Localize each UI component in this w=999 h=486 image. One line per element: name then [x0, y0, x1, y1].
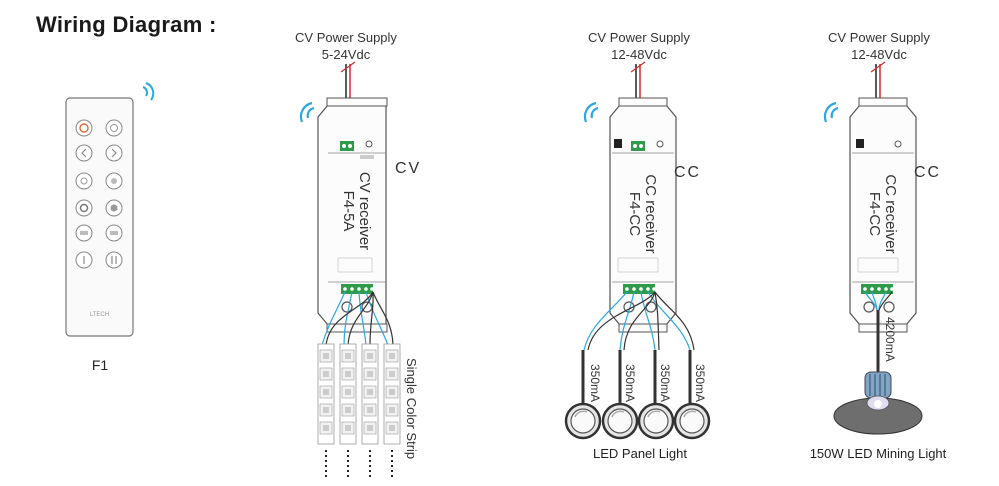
led-panel-lights	[564, 402, 711, 440]
wifi-signal-icon	[142, 82, 155, 101]
cc-receiver-panel	[581, 61, 695, 404]
page-title: Wiring Diagram :	[36, 12, 217, 37]
power-supply-label-2: CV Power Supply 12-48Vdc	[559, 29, 719, 63]
receiver-type: CV receiver	[356, 171, 373, 251]
receiver-name: CC receiver F4-CC	[626, 164, 659, 264]
power-supply-label-3: CV Power Supply 12-48Vdc	[799, 29, 959, 63]
led-strip	[361, 343, 379, 445]
single-color-strips	[317, 343, 401, 478]
receiver-model: F4-CC	[866, 191, 883, 237]
current-label: 350mA	[658, 364, 672, 403]
current-label: 350mA	[693, 364, 707, 403]
panel-light	[601, 402, 639, 440]
remote-brand-logo: LTECH	[90, 312, 109, 318]
led-strip	[339, 343, 357, 445]
receiver-type: CC receiver	[882, 174, 899, 254]
cc-receiver-mining	[823, 61, 917, 372]
psu-type: CV Power Supply	[295, 30, 397, 45]
panel-light	[564, 402, 602, 440]
receiver-model: F4-5A	[340, 190, 357, 232]
receiver-model: F4-CC	[626, 191, 643, 237]
psu-voltage: 12-48Vdc	[851, 47, 907, 62]
psu-type: CV Power Supply	[588, 30, 690, 45]
receiver-type: CC receiver	[642, 174, 659, 254]
mode-label-cv: CV	[395, 160, 422, 177]
psu-voltage: 5-24Vdc	[321, 47, 371, 62]
receiver-name: CV receiver F4-5A	[340, 161, 373, 261]
mining-light-label: 150W LED Mining Light	[809, 446, 947, 461]
cv-receiver	[299, 61, 394, 346]
remote-label: F1	[91, 357, 109, 373]
current-label: 350mA	[623, 364, 637, 403]
led-mining-light	[833, 371, 923, 435]
led-strip	[383, 343, 401, 445]
mode-label-cc: CC	[674, 164, 702, 181]
current-label: 350mA	[588, 364, 602, 403]
psu-voltage: 12-48Vdc	[611, 47, 667, 62]
strip-label: Single Color Strip	[404, 358, 419, 460]
remote-control: LTECH	[65, 82, 155, 337]
panel-light-label: LED Panel Light	[593, 446, 687, 461]
panel-light	[637, 402, 675, 440]
mode-label-cc: CC	[914, 164, 942, 181]
psu-type: CV Power Supply	[828, 30, 930, 45]
led-strip	[317, 343, 335, 445]
current-label: 4200mA	[883, 317, 897, 362]
receiver-name: CC receiver F4-CC	[866, 164, 899, 264]
panel-light	[673, 402, 711, 440]
power-supply-label-1: CV Power Supply 5-24Vdc	[266, 29, 426, 63]
